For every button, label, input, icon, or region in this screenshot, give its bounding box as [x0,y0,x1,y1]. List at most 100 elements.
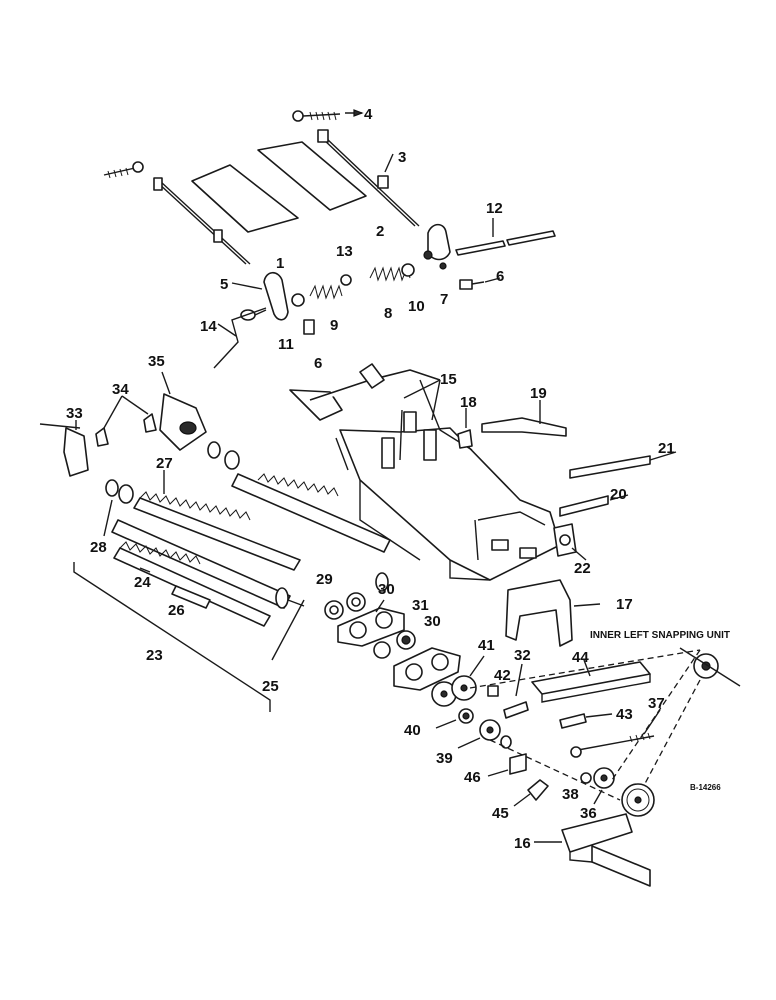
bearing-29 [324,592,366,620]
label-40: 40 [404,722,421,739]
upper-sprocket [679,647,741,687]
bracket-17 [505,579,573,647]
roll-end-25 [275,587,305,609]
plate-43 [559,713,587,729]
label-22: 22 [574,560,591,577]
label-17: 17 [616,596,633,613]
label-7: 7 [440,291,448,308]
cover-plate-1 [191,164,299,233]
label-30a: 30 [378,581,395,598]
sprocket-41 [431,675,477,707]
label-20: 20 [610,486,627,503]
rod-12 [455,230,556,256]
bracket-7 [423,223,451,270]
label-43: 43 [616,706,633,723]
snapping-roll-24 [111,519,291,627]
bolt-left [103,161,144,179]
snapping-roll-27 [133,491,301,571]
spring-8 [369,266,411,282]
link-42 [487,685,499,697]
bushings-28 [105,441,240,504]
label-6a: 6 [496,268,504,285]
caption-inner-left-snapping-unit: INNER LEFT SNAPPING UNIT [590,630,730,641]
plate-19 [481,417,567,437]
bearing-40 [458,708,474,724]
plate-20 [559,495,609,517]
label-38: 38 [562,786,579,803]
label-10: 10 [408,298,425,315]
plate-21 [569,455,651,479]
label-14: 14 [200,318,217,335]
lever-5 [240,271,289,321]
label-5: 5 [220,276,228,293]
rod-left [153,177,251,265]
bracket-35 [159,371,207,451]
bracket-33 [39,423,89,477]
key-32 [503,701,529,719]
nut-13 [340,274,352,286]
nut-11 [291,293,305,307]
bolt-4 [292,110,341,122]
washer-38 [580,772,592,784]
roll-shaft-upper [231,473,391,592]
label-9: 9 [330,317,338,334]
clips-34 [95,413,157,447]
sprocket-39 [479,719,501,741]
label-30b: 30 [424,613,441,630]
label-1: 1 [276,255,284,272]
sprocket-36 [593,767,615,789]
label-8: 8 [384,305,392,322]
label-23: 23 [146,647,163,664]
label-2: 2 [376,223,384,240]
label-33: 33 [66,405,83,422]
bracket-16 [561,813,651,887]
label-12: 12 [486,200,503,217]
label-39: 39 [436,750,453,767]
label-21: 21 [658,440,675,457]
rod-37 [570,732,655,758]
spring-9 [309,284,343,300]
label-42: 42 [494,667,511,684]
drawing-number: B-14266 [690,783,721,792]
label-15: 15 [440,371,457,388]
label-16: 16 [514,835,531,852]
label-24: 24 [134,574,151,591]
label-13: 13 [336,243,353,260]
label-45: 45 [492,805,509,822]
bracket-line-23 [73,562,271,712]
nut-10 [401,263,415,277]
cover-plate-2 [257,141,367,211]
label-6b: 6 [314,355,322,372]
crank-14 [213,307,267,369]
bolt-6-right [459,279,485,290]
bearing-plate-30-lower [393,647,461,691]
label-11: 11 [278,336,294,353]
bracket-46 [509,753,527,775]
bracket-18 [457,429,473,449]
label-41: 41 [478,637,495,654]
label-44: 44 [572,649,589,666]
guide-44 [531,661,651,703]
label-31: 31 [412,597,429,614]
plate-26 [171,585,211,609]
label-25: 25 [262,678,279,695]
label-46: 46 [464,769,481,786]
label-19: 19 [530,385,547,402]
shield-45 [527,779,549,801]
label-35: 35 [148,353,165,370]
label-36: 36 [580,805,597,822]
label-37: 37 [648,695,665,712]
rod-3 [317,129,420,227]
label-4: 4 [364,106,373,123]
label-26: 26 [168,602,185,619]
label-32: 32 [514,647,531,664]
label-18: 18 [460,394,477,411]
frame-assembly-15 [289,363,561,581]
label-27: 27 [156,455,173,472]
bearing-31 [373,630,416,659]
label-28: 28 [90,539,107,556]
label-3: 3 [398,149,406,166]
large-sprocket [621,783,655,817]
